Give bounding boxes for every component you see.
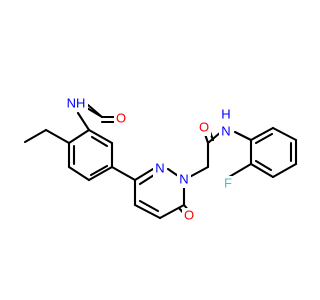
bond-ring3-a (249, 126, 275, 142)
bond-amide-n (206, 130, 223, 145)
bond-nh-aryl (76, 111, 91, 132)
amide-oxygen-label: O (199, 119, 209, 134)
bond-ring1-c (67, 165, 91, 182)
molecule-diagram: NH O N N O O N H F (23, 95, 298, 224)
bond-ring2-d (158, 203, 186, 220)
bonds (23, 100, 298, 220)
pyridazine-n1-label: N (179, 171, 188, 186)
bond-ring3-double-1 (254, 132, 274, 145)
bond-ring2-double-1 (138, 173, 156, 186)
bond-aryl-fluorine (227, 162, 253, 179)
amide-nitrogen-label: N (221, 123, 230, 138)
nh-acetamide-label: NH (67, 95, 86, 110)
bond-ring3-d (271, 162, 298, 179)
bond-ring1-d (87, 165, 114, 182)
bond-ring3-double-3 (254, 159, 273, 172)
atom-labels: NH O N N O O N H F (64, 95, 235, 224)
bond-ring3-b (271, 126, 298, 142)
structure-svg: NH O N N O O N H F (23, 95, 298, 224)
bond-aryl-heteroaryl (110, 165, 137, 182)
ring-carbonyl-oxygen-label: O (184, 207, 194, 222)
fluorine-label: F (224, 175, 232, 190)
bond-ethyl-2 (23, 128, 48, 144)
amide-hydrogen-label: H (221, 106, 230, 121)
bond-ring1-a (67, 128, 91, 145)
bond-ring2-a (133, 167, 155, 182)
bond-ring2-e (133, 203, 162, 220)
bond-ring3-e (249, 162, 275, 179)
pyridazine-n2-label: N (155, 160, 164, 175)
bond-ring1-double-3 (89, 164, 109, 177)
acetyl-oxygen-label: O (116, 110, 126, 125)
bond-carbonyl-nh (86, 103, 104, 119)
bond-ethyl-1 (44, 128, 71, 145)
bond-ring2-double-2 (138, 199, 160, 213)
bond-ring1-f (87, 128, 114, 145)
bond-amide-aryl (233, 130, 253, 142)
bond-ring1-double-2 (90, 135, 109, 148)
